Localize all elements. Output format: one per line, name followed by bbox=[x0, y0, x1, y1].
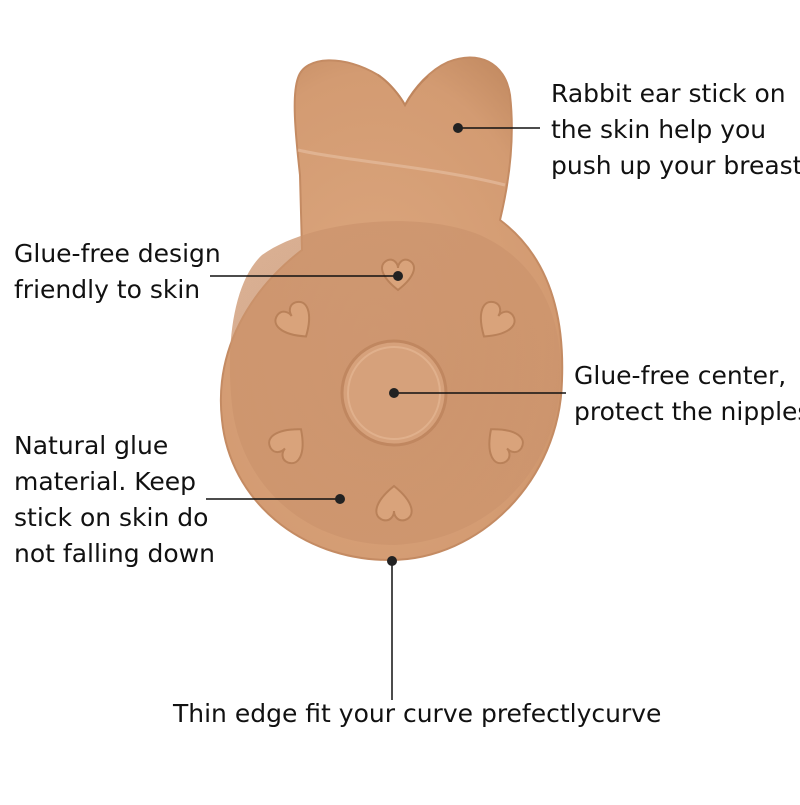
leader-glue-free-design bbox=[210, 271, 403, 281]
callout-line: Glue-free design bbox=[14, 239, 221, 268]
callout-line: Natural glue bbox=[14, 431, 169, 460]
leader-glue-free-center bbox=[389, 388, 566, 398]
callout-line: material. Keep bbox=[14, 467, 197, 496]
callout-thin-edge: Thin edge fit your curve prefectlycurve bbox=[173, 696, 661, 732]
callout-line: the skin help you bbox=[551, 115, 767, 144]
callout-line: friendly to skin bbox=[14, 275, 201, 304]
heart-icon bbox=[479, 300, 516, 338]
callout-glue-free-design: Glue-free design friendly to skin bbox=[14, 236, 221, 308]
callout-line: Rabbit ear stick on bbox=[551, 79, 786, 108]
heart-icon bbox=[268, 428, 304, 465]
callout-line: Glue-free center, bbox=[574, 361, 787, 390]
leader-rabbit-ear bbox=[453, 123, 540, 133]
heart-icon bbox=[274, 300, 311, 338]
callout-rabbit-ear: Rabbit ear stick on the skin help you pu… bbox=[551, 76, 800, 184]
ear-notch-shadow bbox=[377, 74, 429, 108]
heart-icon bbox=[375, 484, 413, 522]
leader-thin-edge bbox=[387, 556, 397, 700]
leader-natural-glue bbox=[206, 494, 345, 504]
callout-line: stick on skin do bbox=[14, 503, 209, 532]
heart-icon bbox=[488, 428, 524, 465]
callout-line: Thin edge fit your curve prefectlycurve bbox=[173, 699, 662, 728]
callout-line: not falling down bbox=[14, 539, 215, 568]
callout-line: protect the nipples bbox=[574, 397, 800, 426]
callout-glue-free-center: Glue-free center, protect the nipples bbox=[574, 358, 800, 430]
callout-natural-glue: Natural glue material. Keep stick on ski… bbox=[14, 428, 215, 572]
glue-strip-edge bbox=[297, 148, 506, 187]
callout-line: push up your breast bbox=[551, 151, 800, 180]
